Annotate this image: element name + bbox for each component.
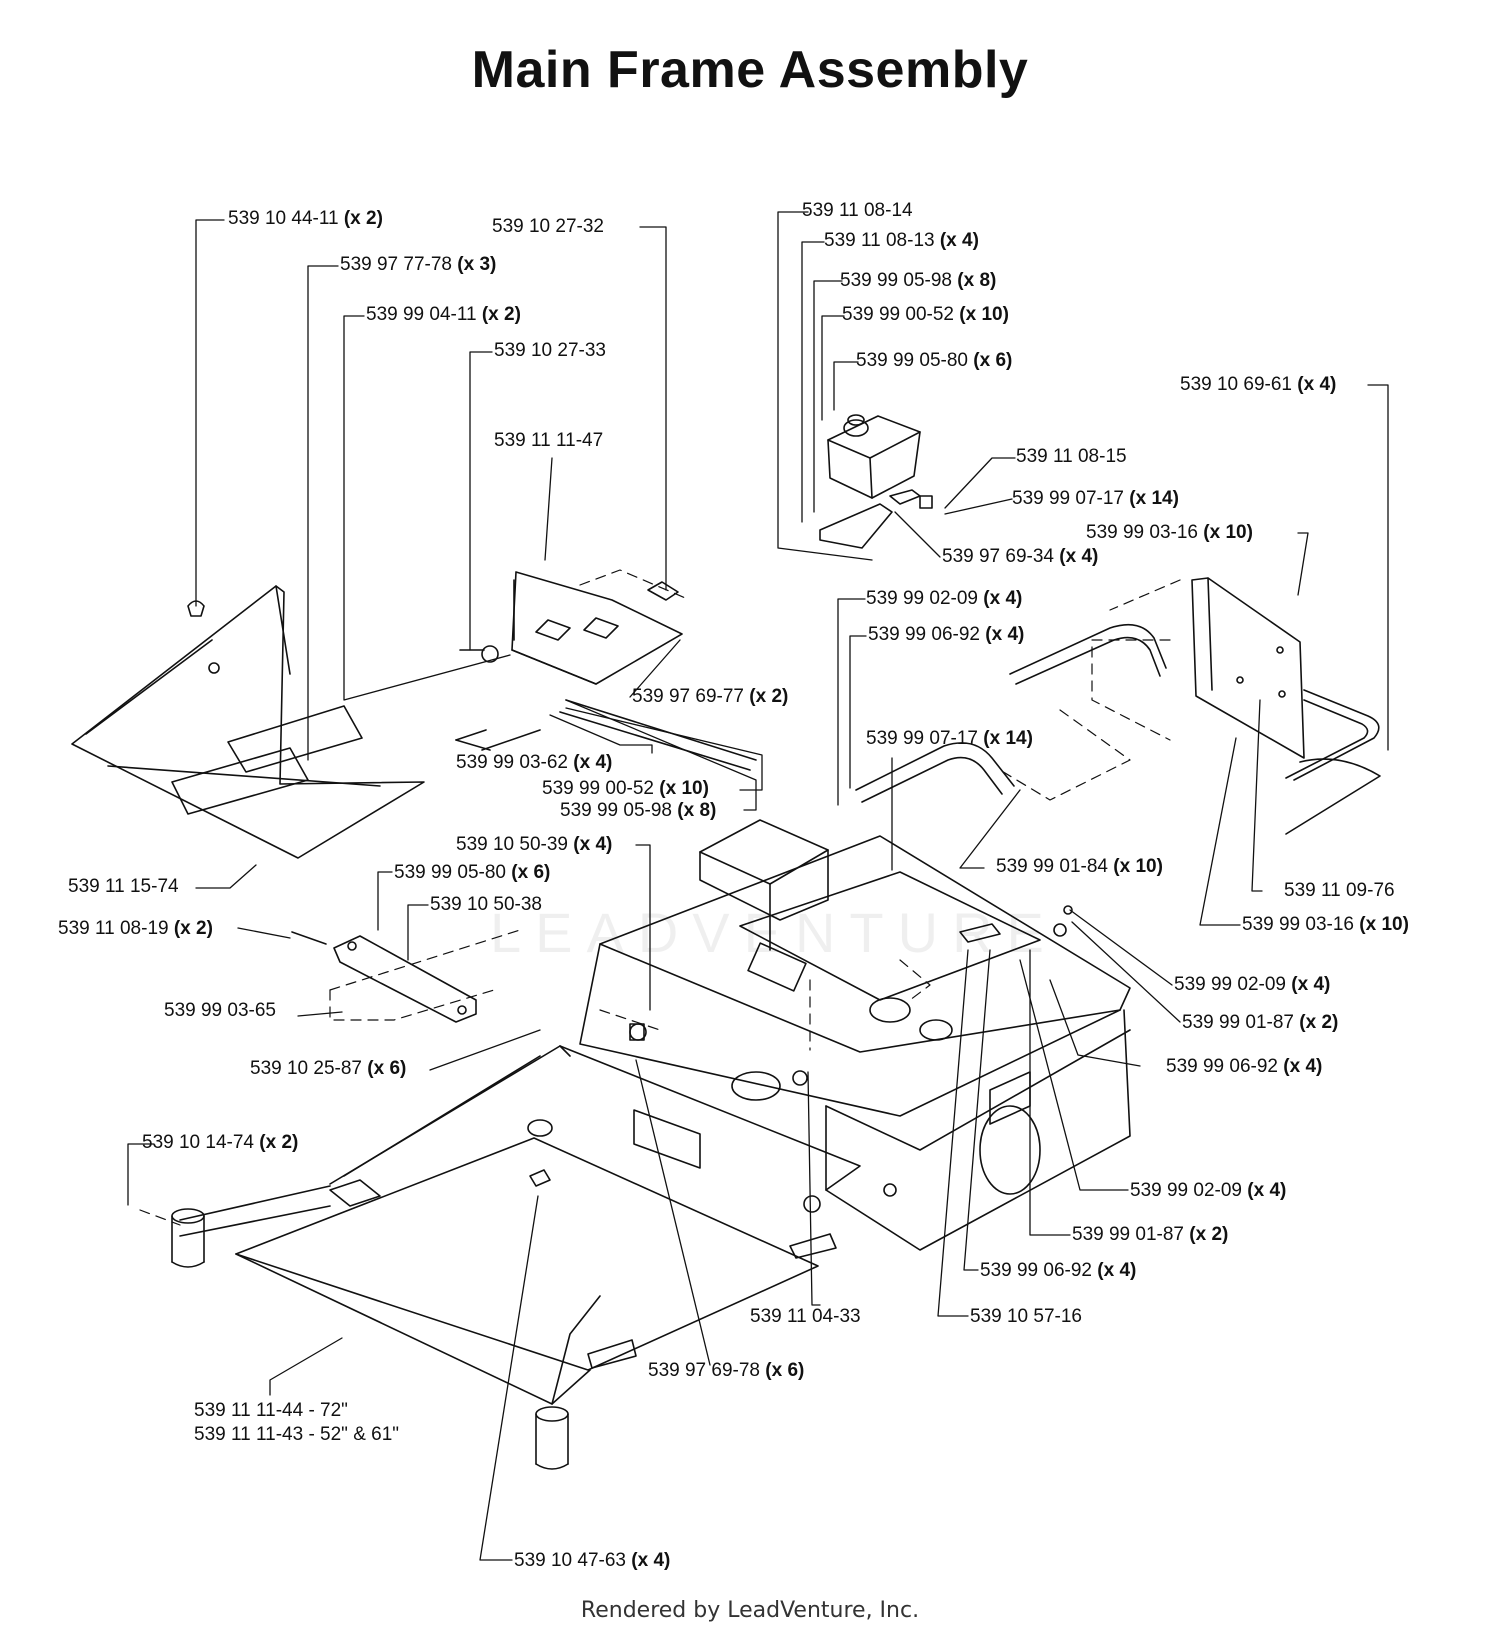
callout-label: 539 10 50-38	[430, 894, 542, 915]
callout-label: 539 10 25-87 (x 6)	[250, 1058, 407, 1079]
callout-label: 539 99 05-80 (x 6)	[856, 350, 1013, 371]
callout-label: 539 11 11-47	[494, 430, 604, 451]
callout-label: 539 11 08-15	[1016, 446, 1127, 467]
callout-label: 539 97 69-34 (x 4)	[942, 546, 1099, 567]
callout-label: 539 99 01-84 (x 10)	[996, 856, 1163, 877]
diagram-title: Main Frame Assembly	[471, 41, 1029, 99]
callout-label: 539 99 02-09 (x 4)	[1174, 974, 1331, 995]
callout-label: 539 11 11-44 - 72"	[194, 1400, 348, 1421]
callout-label: 539 10 47-63 (x 4)	[514, 1550, 671, 1571]
callout-label: 539 99 01-87 (x 2)	[1072, 1224, 1229, 1245]
hydraulic-tank	[819, 414, 933, 549]
callout-label: 539 10 57-16	[970, 1306, 1082, 1327]
foot-plate	[71, 585, 425, 859]
assembly-paths	[139, 569, 1181, 1226]
callout-label: 539 99 03-65	[164, 1000, 276, 1021]
callout-label: 539 99 03-16 (x 10)	[1086, 522, 1253, 543]
callout-label: 539 99 06-92 (x 4)	[980, 1260, 1137, 1281]
callout-label: 539 11 08-19 (x 2)	[58, 918, 213, 939]
callout-label: 539 10 44-11 (x 2)	[228, 208, 383, 229]
callout-label: 539 97 69-78 (x 6)	[648, 1360, 805, 1381]
callout-label: 539 99 01-87 (x 2)	[1182, 1012, 1339, 1033]
callout-label: 539 10 27-33	[494, 340, 606, 361]
callout-label: 539 99 07-17 (x 14)	[1012, 488, 1179, 509]
main-frame	[171, 819, 1131, 1470]
small-parts	[291, 699, 757, 1023]
callout-label: 539 10 27-32	[492, 216, 604, 237]
callout-label: 539 99 06-92 (x 4)	[1166, 1056, 1323, 1077]
callout-label: 539 99 03-62 (x 4)	[456, 752, 613, 773]
callout-label: 539 11 08-13 (x 4)	[824, 230, 979, 251]
credit-line: Rendered by LeadVenture, Inc.	[580, 1598, 920, 1623]
callout-label: 539 99 02-09 (x 4)	[866, 588, 1023, 609]
callout-label: 539 99 03-16 (x 10)	[1242, 914, 1409, 935]
callout-label: 539 97 77-78 (x 3)	[340, 254, 497, 275]
leader-lines	[127, 211, 1389, 1561]
callout-label: 539 10 50-39 (x 4)	[456, 834, 613, 855]
seat-bracket	[855, 577, 1381, 835]
callout-label: 539 99 05-80 (x 6)	[394, 862, 551, 883]
callout-label: 539 99 06-92 (x 4)	[868, 624, 1025, 645]
callout-label: 539 10 14-74 (x 2)	[142, 1132, 299, 1153]
center-plate	[459, 571, 683, 685]
callout-label: 539 99 07-17 (x 14)	[866, 728, 1033, 749]
callout-label: 539 99 04-11 (x 2)	[366, 304, 521, 325]
callout-label: 539 99 05-98 (x 8)	[560, 800, 717, 821]
callout-label: 539 11 08-14	[802, 200, 913, 221]
callout-label: 539 99 00-52 (x 10)	[842, 304, 1009, 325]
callout-label: 539 11 11-43 - 52" & 61"	[194, 1424, 400, 1445]
callout-label: 539 11 15-74	[68, 876, 179, 897]
callout-label: 539 99 00-52 (x 10)	[542, 778, 709, 799]
callout-label: 539 99 02-09 (x 4)	[1130, 1180, 1287, 1201]
callout-label: 539 11 04-33	[750, 1306, 861, 1327]
callout-label: 539 11 09-76	[1284, 880, 1395, 901]
watermark-text: LEADVENTURE	[490, 901, 1058, 964]
callout-label: 539 99 05-98 (x 8)	[840, 270, 997, 291]
callout-label: 539 10 69-61 (x 4)	[1180, 374, 1337, 395]
callout-label: 539 97 69-77 (x 2)	[632, 686, 789, 707]
